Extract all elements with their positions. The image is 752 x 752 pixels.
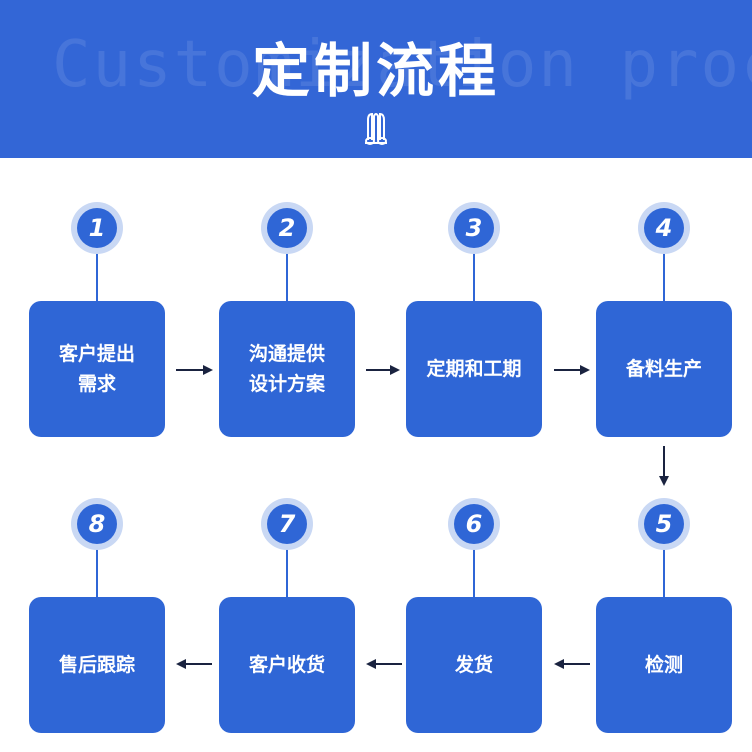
step-2-number: 2 — [267, 208, 307, 248]
step-7-number: 7 — [267, 504, 307, 544]
step-4-box: 备料生产 — [596, 301, 732, 437]
step-5-connector — [663, 544, 665, 598]
step-7-connector — [286, 544, 288, 598]
step-4-label: 备料生产 — [625, 358, 702, 380]
step-6-number: 6 — [454, 504, 494, 544]
header-banner: Customization process 定制流程 — [0, 0, 752, 158]
step-8-box: 售后跟踪 — [29, 597, 165, 733]
step-5-number: 5 — [644, 504, 684, 544]
step-7-label: 客户收货 — [248, 654, 325, 676]
step-8-number: 8 — [77, 504, 117, 544]
step-1-number: 1 — [77, 208, 117, 248]
step-2-label: 沟通提供设计方案 — [248, 343, 325, 395]
step-5-label: 检测 — [644, 654, 683, 676]
step-8-connector — [96, 544, 98, 598]
step-2-connector — [286, 248, 288, 302]
step-3-connector — [473, 248, 475, 302]
step-3-label: 定期和工期 — [426, 358, 522, 380]
step-8-label: 售后跟踪 — [58, 654, 135, 676]
step-3-number: 3 — [454, 208, 494, 248]
page-title: 定制流程 — [251, 37, 500, 105]
step-1-label: 客户提出需求 — [58, 343, 135, 395]
header-background-text: Customization process — [52, 28, 752, 102]
step-7-box: 客户收货 — [219, 597, 355, 733]
step-5-box: 检测 — [596, 597, 732, 733]
step-1-connector — [96, 248, 98, 302]
step-2-box: 沟通提供设计方案 — [219, 301, 355, 437]
step-4-number: 4 — [644, 208, 684, 248]
step-6-box: 发货 — [406, 597, 542, 733]
step-4-connector — [663, 248, 665, 302]
step-6-label: 发货 — [454, 654, 493, 676]
step-6-connector — [473, 544, 475, 598]
step-1-box: 客户提出需求 — [29, 301, 165, 437]
step-3-box: 定期和工期 — [406, 301, 542, 437]
tooling-icon — [365, 112, 387, 145]
